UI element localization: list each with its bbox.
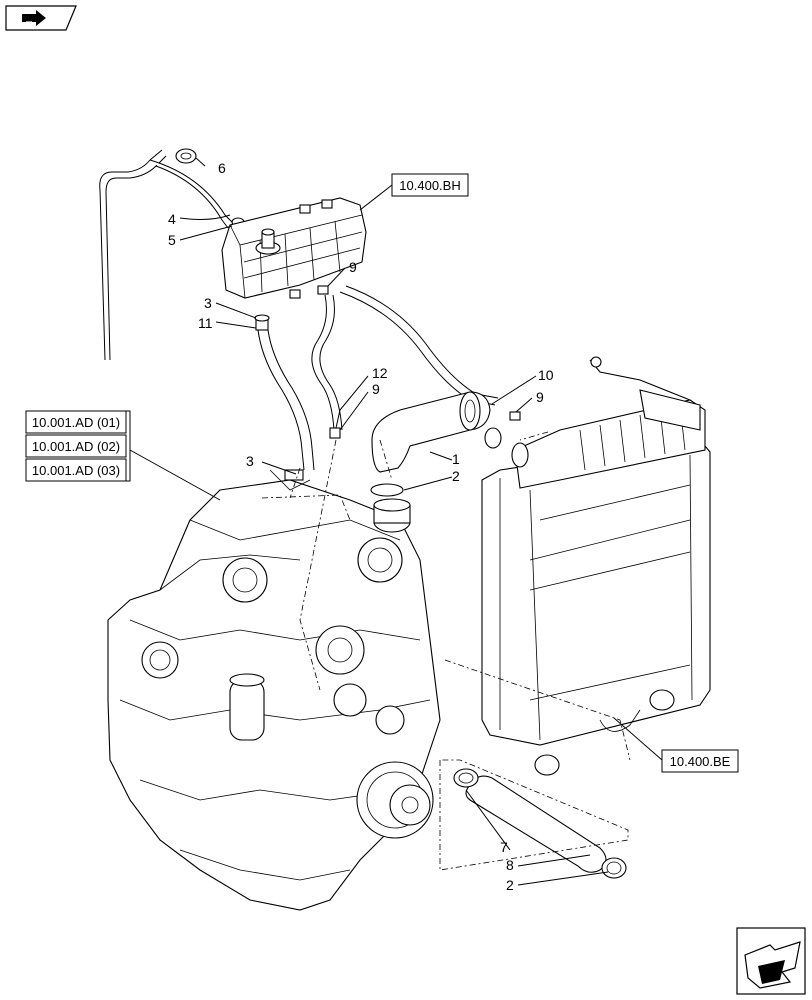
callout-2-top: 2 — [452, 468, 460, 484]
callout-9-right: 9 — [536, 389, 544, 405]
callout-10: 10 — [538, 367, 554, 383]
callout-9-middle: 9 — [372, 381, 380, 397]
ref-text-engine-2: 10.001.AD (02) — [32, 439, 120, 454]
upper-radiator-hose-1 — [371, 391, 491, 473]
callout-labels: 6 4 5 9 3 11 12 9 10 9 1 2 3 7 8 2 — [168, 160, 554, 893]
ref-box-radiator[interactable]: 10.400.BE — [661, 749, 739, 773]
callout-11: 11 — [198, 315, 213, 331]
callout-9-top: 9 — [349, 259, 357, 275]
clip-9 — [289, 285, 521, 421]
hose-10 — [339, 285, 499, 406]
callout-5: 5 — [168, 232, 176, 248]
ref-text-engine-1: 10.001.AD (01) — [32, 415, 120, 430]
hose-11 — [254, 314, 315, 471]
callout-3-bottom: 3 — [246, 453, 254, 469]
hose-clamp-2-bottom — [601, 857, 627, 879]
engine — [107, 469, 441, 911]
callout-1: 1 — [452, 451, 460, 467]
callout-6: 6 — [218, 160, 226, 176]
lower-radiator-hose-8 — [465, 775, 607, 873]
callout-12: 12 — [372, 365, 388, 381]
hose-12 — [311, 294, 343, 439]
hose-clamp-2-top — [370, 427, 502, 497]
ref-text-radiator: 10.400.BE — [670, 754, 731, 769]
ref-text-expansion-tank: 10.400.BH — [399, 178, 460, 193]
ref-text-engine-3: 10.001.AD (03) — [32, 463, 120, 478]
ref-box-expansion-tank[interactable]: 10.400.BH — [391, 173, 469, 197]
callout-4: 4 — [168, 211, 176, 227]
leader-lines — [129, 157, 663, 886]
expansion-tank — [221, 197, 367, 299]
next-page-icon[interactable] — [736, 927, 806, 995]
hose-clamp-6 — [175, 148, 197, 164]
ref-box-engine-group[interactable]: 10.001.AD (01) 10.001.AD (02) 10.001.AD … — [25, 410, 131, 482]
callout-2-bottom: 2 — [506, 877, 514, 893]
callout-7: 7 — [500, 839, 508, 855]
radiator — [481, 356, 711, 776]
hose-clamp-7 — [453, 768, 479, 788]
callout-8: 8 — [506, 857, 514, 873]
assembly-outlines — [261, 431, 631, 871]
callout-3-top: 3 — [204, 295, 212, 311]
overflow-hose — [99, 149, 233, 361]
previous-page-icon[interactable] — [5, 5, 77, 31]
